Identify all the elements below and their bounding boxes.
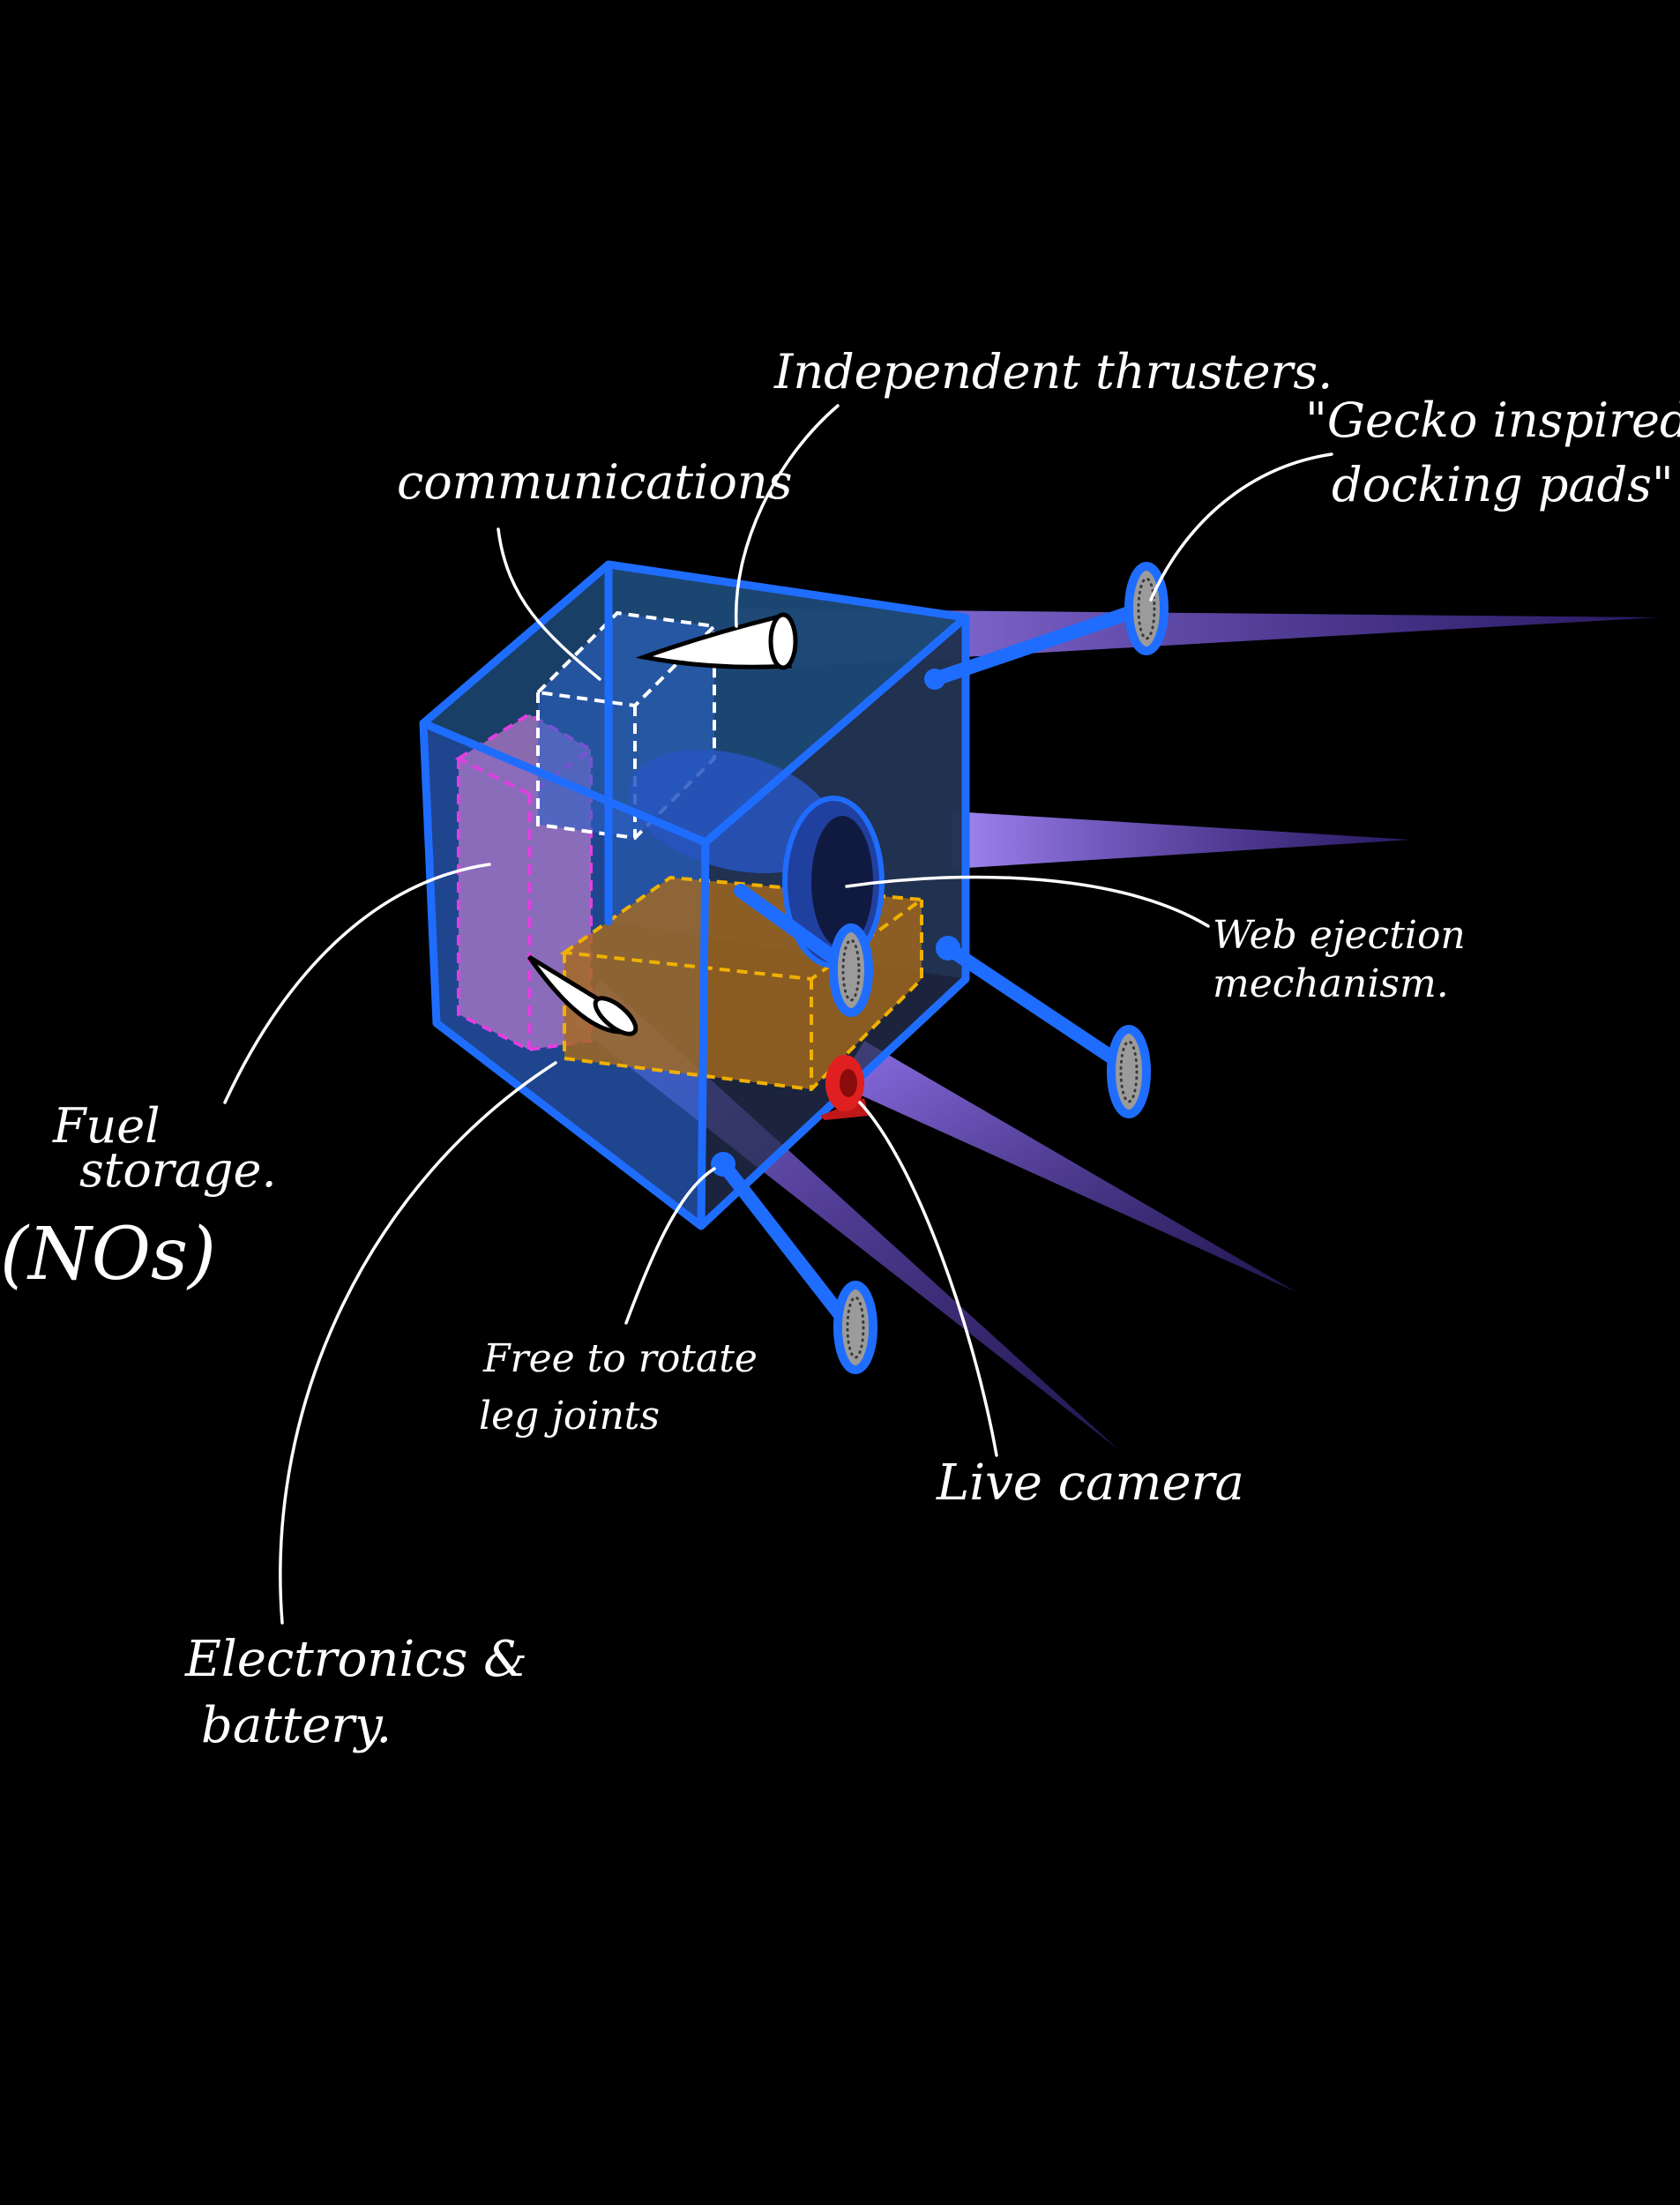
leg-joint — [924, 669, 945, 690]
label-gecko-line1: "Gecko inspired — [1305, 392, 1680, 448]
leader-independent-thrusters — [734, 404, 840, 628]
leader-electronics — [279, 1061, 557, 1625]
docking-pads — [829, 562, 1169, 1374]
label-electronics-line1: Electronics & — [184, 1631, 527, 1688]
docking-pad-top — [1124, 562, 1169, 655]
leader-lines — [223, 404, 1333, 1625]
label-independent-thrusters: Independent thrusters. — [773, 344, 1333, 400]
leg-right — [941, 941, 1127, 1070]
label-electronics-line2: battery. — [201, 1697, 392, 1754]
leader-fuel-storage — [223, 863, 491, 1104]
body-frame — [419, 560, 970, 1230]
leader-web-ejection — [845, 875, 1210, 928]
label-live-camera: Live camera — [936, 1454, 1244, 1512]
label-web-ejection-line2: mechanism. — [1213, 961, 1449, 1006]
leader-live-camera — [858, 1101, 998, 1457]
leader-communications — [497, 527, 601, 681]
live-camera — [820, 1055, 869, 1120]
thruster-nozzle-upper — [635, 612, 798, 670]
docking-pad-right — [1107, 1025, 1151, 1118]
plume-lower-right — [838, 1041, 1296, 1292]
leg-joint — [936, 936, 960, 960]
label-leg-joints-line2: leg joints — [479, 1394, 660, 1439]
docking-pad-front — [829, 923, 873, 1017]
leg-bottom — [716, 1157, 854, 1330]
label-gecko-line2: docking pads" — [1332, 457, 1674, 512]
label-fuel-line3: (NOs) — [0, 1213, 216, 1297]
label-fuel-line1: Fuel — [52, 1098, 160, 1154]
plume-mid-right — [952, 811, 1411, 869]
labels: Independent thrusters. "Gecko inspired d… — [0, 344, 1680, 1754]
web-ejection-drum — [628, 749, 885, 968]
robot-body — [419, 560, 970, 1230]
leader-leg-joints — [624, 1167, 716, 1325]
docking-pad-bottom — [833, 1281, 877, 1374]
label-fuel-line2: storage. — [79, 1142, 277, 1198]
leg-top-right — [928, 602, 1149, 686]
leg-joint — [711, 1152, 735, 1177]
label-leg-joints-line1: Free to rotate — [482, 1336, 758, 1381]
label-communications: communications — [397, 454, 792, 510]
leader-gecko-pads — [1149, 452, 1333, 602]
thruster-nozzle-lower — [526, 954, 638, 1036]
label-web-ejection-line1: Web ejection — [1213, 913, 1466, 958]
